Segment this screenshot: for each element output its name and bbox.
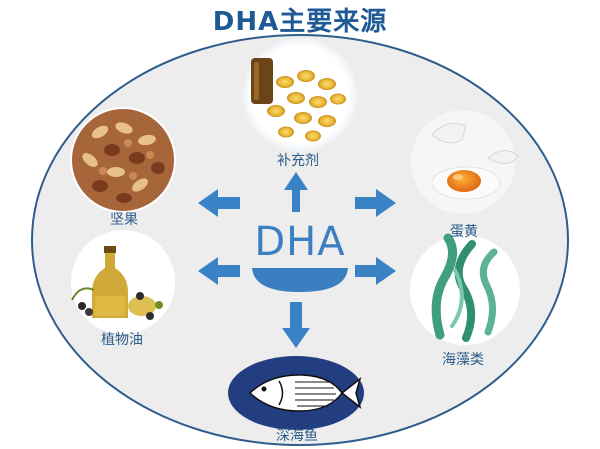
arrow-left-oil [198, 257, 240, 285]
arrow-down-fish [282, 302, 310, 348]
arrow-right-egg [355, 189, 396, 217]
label-seaweed: 海藻类 [442, 352, 484, 368]
label-vegetable-oil: 植物油 [101, 332, 143, 348]
dha-bowl-shape [252, 268, 348, 292]
arrows [198, 172, 396, 348]
cracked-egg-yolk-icon [411, 110, 519, 214]
arrow-up-supplement [284, 172, 308, 212]
label-supplement: 补充剂 [277, 153, 319, 169]
label-egg-yolk: 蛋黄 [450, 224, 478, 240]
label-nuts: 坚果 [110, 212, 138, 228]
seaweed-icon [410, 233, 520, 345]
label-deep-sea-fish: 深海鱼 [276, 428, 318, 444]
center-dha-label: DHA [254, 219, 346, 265]
olive-oil-bottle-icon [71, 230, 175, 334]
page-title: DHA主要来源 [212, 7, 388, 37]
mixed-nuts-icon [70, 107, 176, 213]
fish-icon [228, 356, 364, 430]
arrow-left-nuts [198, 189, 240, 217]
arrow-right-seaweed [355, 257, 396, 285]
fish-oil-capsules-icon [243, 38, 357, 152]
